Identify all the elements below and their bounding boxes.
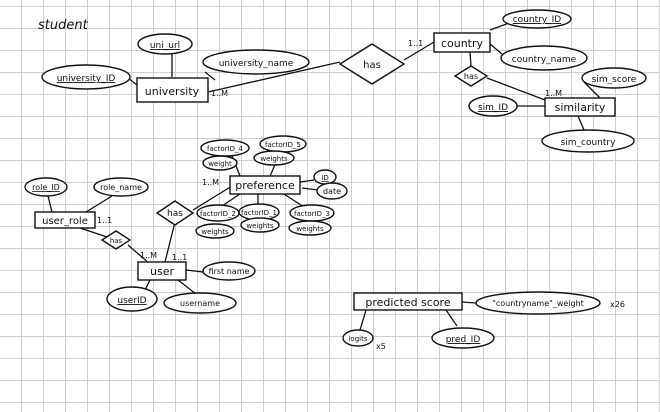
attribute-weight-c-label: weights [246,222,274,230]
relationship-user-role: has [100,230,132,250]
cardinality-user-role: 1..1 [97,216,112,225]
attribute-date: date [316,182,348,200]
entity-preference: preference [229,175,301,195]
attribute-factor-5-label: factorID_5 [265,141,301,149]
attribute-first-name-label: first name [209,267,250,276]
attribute-weight-c: weights [240,217,280,233]
attribute-username-label: username [180,299,220,308]
relationship-country-similarity: has [453,65,489,87]
page-title: student [38,18,89,33]
attribute-first-name: first name [202,261,256,281]
entity-country-label: country [441,37,484,50]
entity-similarity-label: similarity [555,101,606,114]
attribute-university-name-label: university_name [219,59,294,69]
attribute-factor-5: factorID_5 [259,135,307,153]
attribute-country-id-label: country_ID [513,15,562,25]
attribute-role-name-label: role_name [100,183,142,192]
attribute-factor-2-label: factorID_2 [200,210,236,218]
attribute-pred-id: pred_ID [431,327,495,349]
entity-user-label: user [150,265,174,278]
cardinality-user-one: 1..1 [172,253,187,262]
attribute-country-weight-label: "countryname"_weight [492,299,584,308]
attribute-university-id: university_ID [41,64,131,90]
entity-country: country [433,32,491,53]
attribute-factor-4: factorID_4 [200,139,250,157]
attribute-factor-1-label: factorID_1 [241,209,277,217]
note-x26: x26 [610,300,625,309]
entity-user-role: user_role [34,211,96,229]
entity-user-role-label: user_role [42,216,88,227]
attribute-username: username [163,292,237,314]
entity-preference-label: preference [235,179,295,192]
attribute-university-name: university_name [202,49,310,75]
attribute-country-id: country_ID [502,9,572,29]
attribute-uni-url-label: uni_url [150,41,180,51]
attribute-sim-score: sim_score [581,67,647,89]
attribute-sim-id-label: sim_ID [478,103,508,113]
cardinality-preference: 1..M [202,178,219,187]
cardinality-country: 1..1 [408,39,423,48]
attribute-logits-label: logits [348,335,367,343]
attribute-user-id: userID [106,286,158,312]
attribute-role-name: role_name [93,177,149,197]
attribute-sim-country-label: sim_country [561,138,617,148]
attribute-date-label: date [323,187,341,196]
attribute-user-id-label: userID [117,296,146,306]
entity-predicted-score-label: predicted score [365,296,450,309]
attribute-university-id-label: university_ID [57,74,116,84]
attribute-factor-2: factorID_2 [196,204,240,222]
attribute-weight-a: weight [202,155,238,171]
relationship-user-preference: has [155,200,195,226]
cardinality-user-many: 1..M [140,251,157,260]
attribute-weight-d-label: weights [296,225,324,233]
cardinality-similarity: 1..M [545,89,562,98]
attribute-weight-d: weights [288,220,332,236]
attribute-weights-a: weights [253,150,295,166]
entity-university-label: university [145,85,200,98]
relationship-label: has [110,237,123,245]
entity-similarity: similarity [544,97,616,117]
attribute-logits: logits [342,329,374,347]
relationship-university-country: has [338,43,406,85]
relationship-label: has [363,60,381,71]
attribute-pred-id-label: pred_ID [446,335,481,345]
attribute-country-name: country_name [500,45,588,71]
attribute-weight-a-label: weight [208,160,232,168]
attribute-preference-id: ID [313,169,337,185]
attribute-role-id-label: role_ID [32,183,60,192]
relationship-label: has [464,72,478,81]
attribute-weights-a-label: weights [260,155,288,163]
attribute-sim-score-label: sim_score [592,75,637,85]
note-x5: x5 [376,342,386,351]
attribute-preference-id-label: ID [321,174,328,182]
entity-predicted-score: predicted score [353,292,463,311]
attribute-weight-b-label: weights [201,228,229,236]
attribute-sim-id: sim_ID [468,95,518,117]
attribute-factor-3: factorID_3 [289,204,335,222]
attribute-country-weight: "countryname"_weight [475,291,601,315]
relationship-label: has [167,209,183,219]
attribute-factor-3-label: factorID_3 [294,210,330,218]
attribute-sim-country: sim_country [541,129,635,153]
attribute-uni-url: uni_url [137,33,193,55]
attribute-weight-b: weights [195,223,235,239]
attribute-role-id: role_ID [24,177,68,197]
cardinality-university: 1..M [211,89,228,98]
entity-university: university [136,77,209,103]
attribute-country-name-label: country_name [512,55,577,65]
entity-user: user [137,261,187,281]
attribute-factor-4-label: factorID_4 [207,145,243,153]
